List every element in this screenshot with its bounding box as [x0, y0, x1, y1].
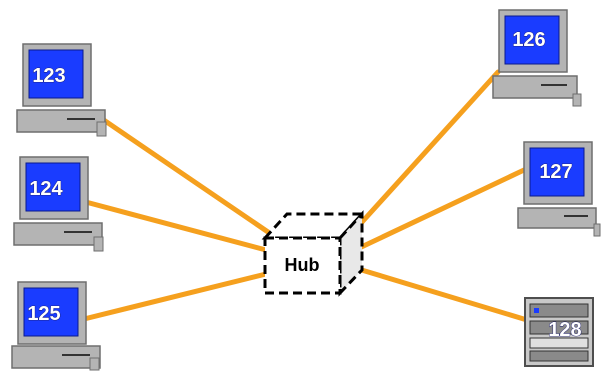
server-bay-2 [529, 320, 589, 335]
server-bay-1 [529, 303, 589, 318]
hub: Hub [261, 210, 366, 297]
cable-128 [352, 265, 530, 323]
cable-123 [89, 109, 271, 235]
computer-base [13, 222, 103, 246]
server-label-128: 128 [548, 319, 581, 341]
cable-127 [352, 167, 527, 253]
hub-label: Hub [285, 255, 320, 275]
computer-126: 126 [492, 9, 582, 107]
computer-label-124: 124 [29, 178, 63, 200]
computer-127: 127 [517, 141, 601, 237]
mouse [572, 93, 582, 107]
monitor-screen [529, 147, 585, 197]
computer-label-126: 126 [512, 29, 545, 51]
server-128: 128 [524, 297, 594, 367]
computer-base [492, 75, 578, 99]
computer-base [11, 345, 101, 369]
mouse [96, 121, 107, 137]
computer-base [517, 207, 597, 229]
monitor-screen [23, 287, 79, 337]
monitor-screen [25, 162, 81, 212]
computer-label-127: 127 [539, 161, 572, 183]
monitor-screen [504, 15, 560, 65]
computer-123: 123 [16, 43, 107, 137]
hub-side-face [338, 210, 364, 297]
computer-124: 124 [13, 156, 104, 252]
monitor-screen [28, 49, 84, 99]
computer-125: 125 [11, 281, 101, 371]
cable-124 [79, 198, 269, 253]
cables [77, 69, 530, 323]
server-bay-4 [529, 350, 589, 362]
hub-front-face [263, 236, 342, 295]
server-led [534, 308, 539, 313]
cable-126 [350, 69, 501, 235]
hub-top-face [261, 212, 366, 240]
mouse [89, 357, 100, 371]
computer-base [16, 109, 106, 133]
server-bay-3 [529, 337, 589, 349]
cable-125 [77, 271, 269, 323]
mouse [593, 223, 601, 237]
computer-label-125: 125 [27, 303, 60, 325]
mouse [93, 236, 104, 252]
computer-label-123: 123 [32, 65, 65, 87]
